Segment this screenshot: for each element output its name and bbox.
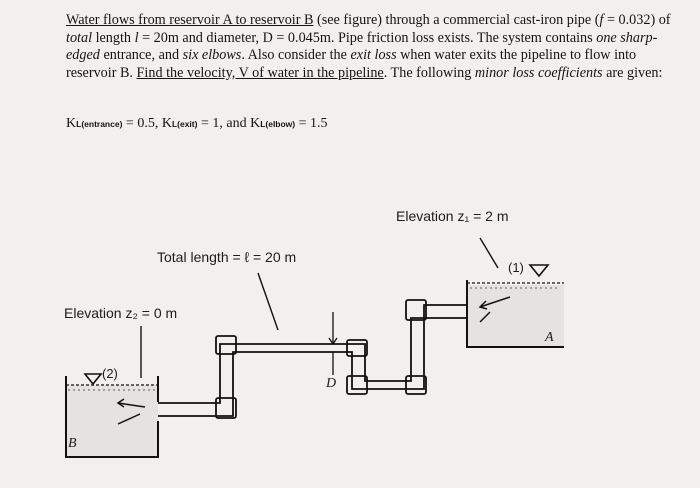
reservoir-a — [466, 280, 564, 348]
loss-coefficients: KL(entrance) = 0.5, KL(exit) = 1, and KL… — [66, 116, 328, 131]
surface-2-label: (2) — [102, 366, 118, 381]
problem-intro: Water flows from reservoir A to reservoi… — [66, 12, 314, 28]
water-surface-markers — [83, 264, 550, 386]
problem-question: Find the velocity, V of water in the pip… — [136, 64, 384, 81]
surface-1-label: (1) — [508, 260, 524, 275]
exit-subscript: L(exit) — [171, 119, 198, 129]
elbow-subscript: L(elbow) — [260, 119, 296, 129]
reservoir-a-label: A — [545, 330, 554, 345]
entrance-subscript: L(entrance) — [76, 119, 123, 129]
leader-lines — [140, 237, 499, 378]
diameter-label: D — [326, 376, 337, 391]
diameter-marker — [328, 312, 338, 375]
problem-statement: Water flows from reservoir A to reservoi… — [66, 12, 671, 81]
reservoir-b — [65, 376, 159, 458]
elevation-2-label: Elevation z₂ = 0 m — [64, 305, 178, 321]
reservoir-b-label: B — [68, 436, 77, 451]
total-length-label: Total length = ℓ = 20 m — [157, 249, 297, 265]
elevation-1-label: Elevation z₁ = 2 m — [396, 208, 509, 224]
pipe — [158, 299, 467, 419]
flow-arrows — [116, 296, 511, 425]
